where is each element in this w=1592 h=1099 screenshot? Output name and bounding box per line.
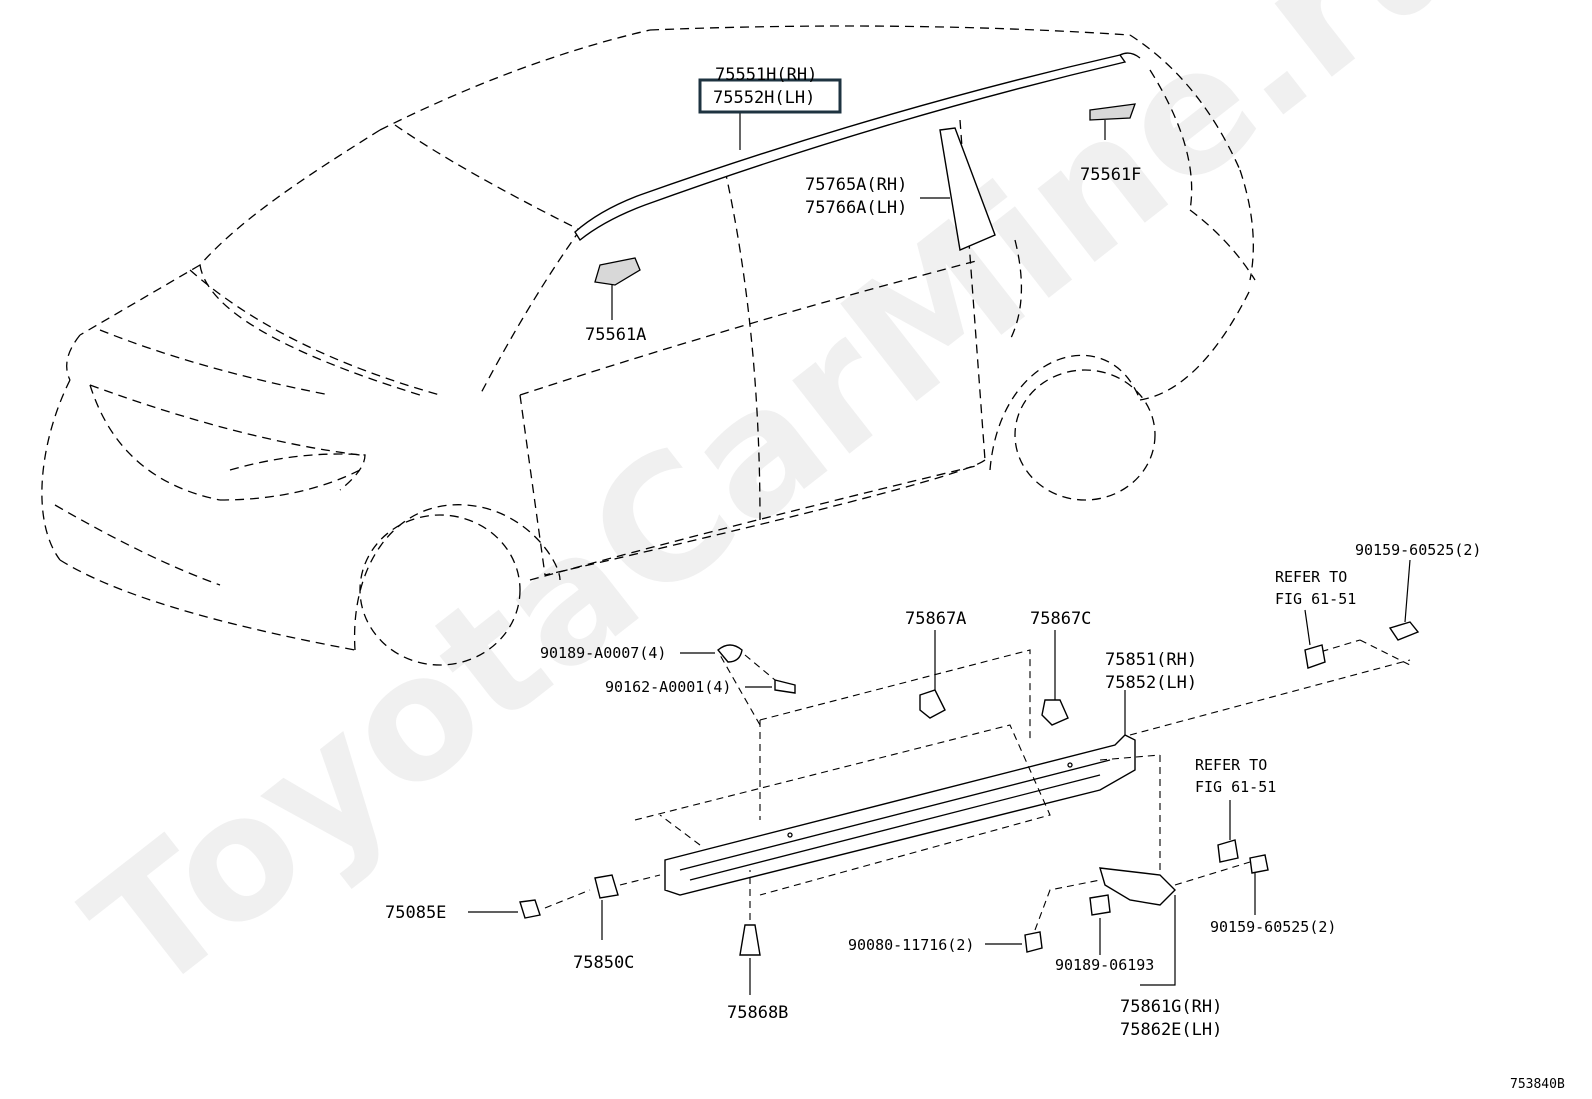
figure-id: 753840B	[1510, 1077, 1565, 1092]
label-75862e: 75862E(LH)	[1120, 1020, 1222, 1040]
label-90189-06193: 90189-06193	[1055, 956, 1154, 974]
label-refer-mid-2: FIG 61-51	[1195, 778, 1276, 796]
label-refer-top-1: REFER TO	[1275, 568, 1347, 586]
label-90080: 90080-11716(2)	[848, 936, 974, 954]
label-75766a: 75766A(LH)	[805, 198, 907, 218]
label-75561f: 75561F	[1080, 165, 1141, 185]
label-75765a: 75765A(RH)	[805, 175, 907, 195]
label-90162-a0001: 90162-A0001(4)	[605, 678, 731, 696]
labels: 75551H(RH) 75552H(LH) 75561F 75765A(RH) …	[385, 65, 1565, 1092]
label-75861g: 75861G(RH)	[1120, 997, 1222, 1017]
clip-75561f	[1089, 103, 1136, 121]
roof-drip-moulding	[574, 52, 1141, 242]
label-75867a: 75867A	[905, 609, 966, 629]
highlight-box	[698, 78, 842, 114]
label-90189-a0007: 90189-A0007(4)	[540, 644, 666, 662]
leader-lines	[468, 112, 1411, 995]
label-75867c: 75867C	[1030, 609, 1091, 629]
label-75085e: 75085E	[385, 903, 446, 923]
rocker-panel	[664, 734, 1136, 896]
vehicle-body	[41, 25, 1256, 666]
label-75850c: 75850C	[573, 953, 634, 973]
fasteners	[519, 621, 1420, 956]
label-refer-mid-1: REFER TO	[1195, 756, 1267, 774]
label-75851: 75851(RH)	[1105, 650, 1197, 670]
label-75868b: 75868B	[727, 1003, 788, 1023]
label-90159-top: 90159-60525(2)	[1355, 541, 1481, 559]
label-75551h: 75551H(RH)	[715, 65, 817, 85]
quarter-garnish	[939, 127, 996, 251]
label-75561a: 75561A	[585, 325, 646, 345]
label-90159-mid: 90159-60525(2)	[1210, 918, 1336, 936]
label-75552h: 75552H(LH)	[713, 88, 815, 108]
clip-75561a	[594, 257, 641, 286]
rocker-guide-lines	[634, 639, 1411, 896]
label-refer-top-2: FIG 61-51	[1275, 590, 1356, 608]
label-75852: 75852(LH)	[1105, 673, 1197, 693]
